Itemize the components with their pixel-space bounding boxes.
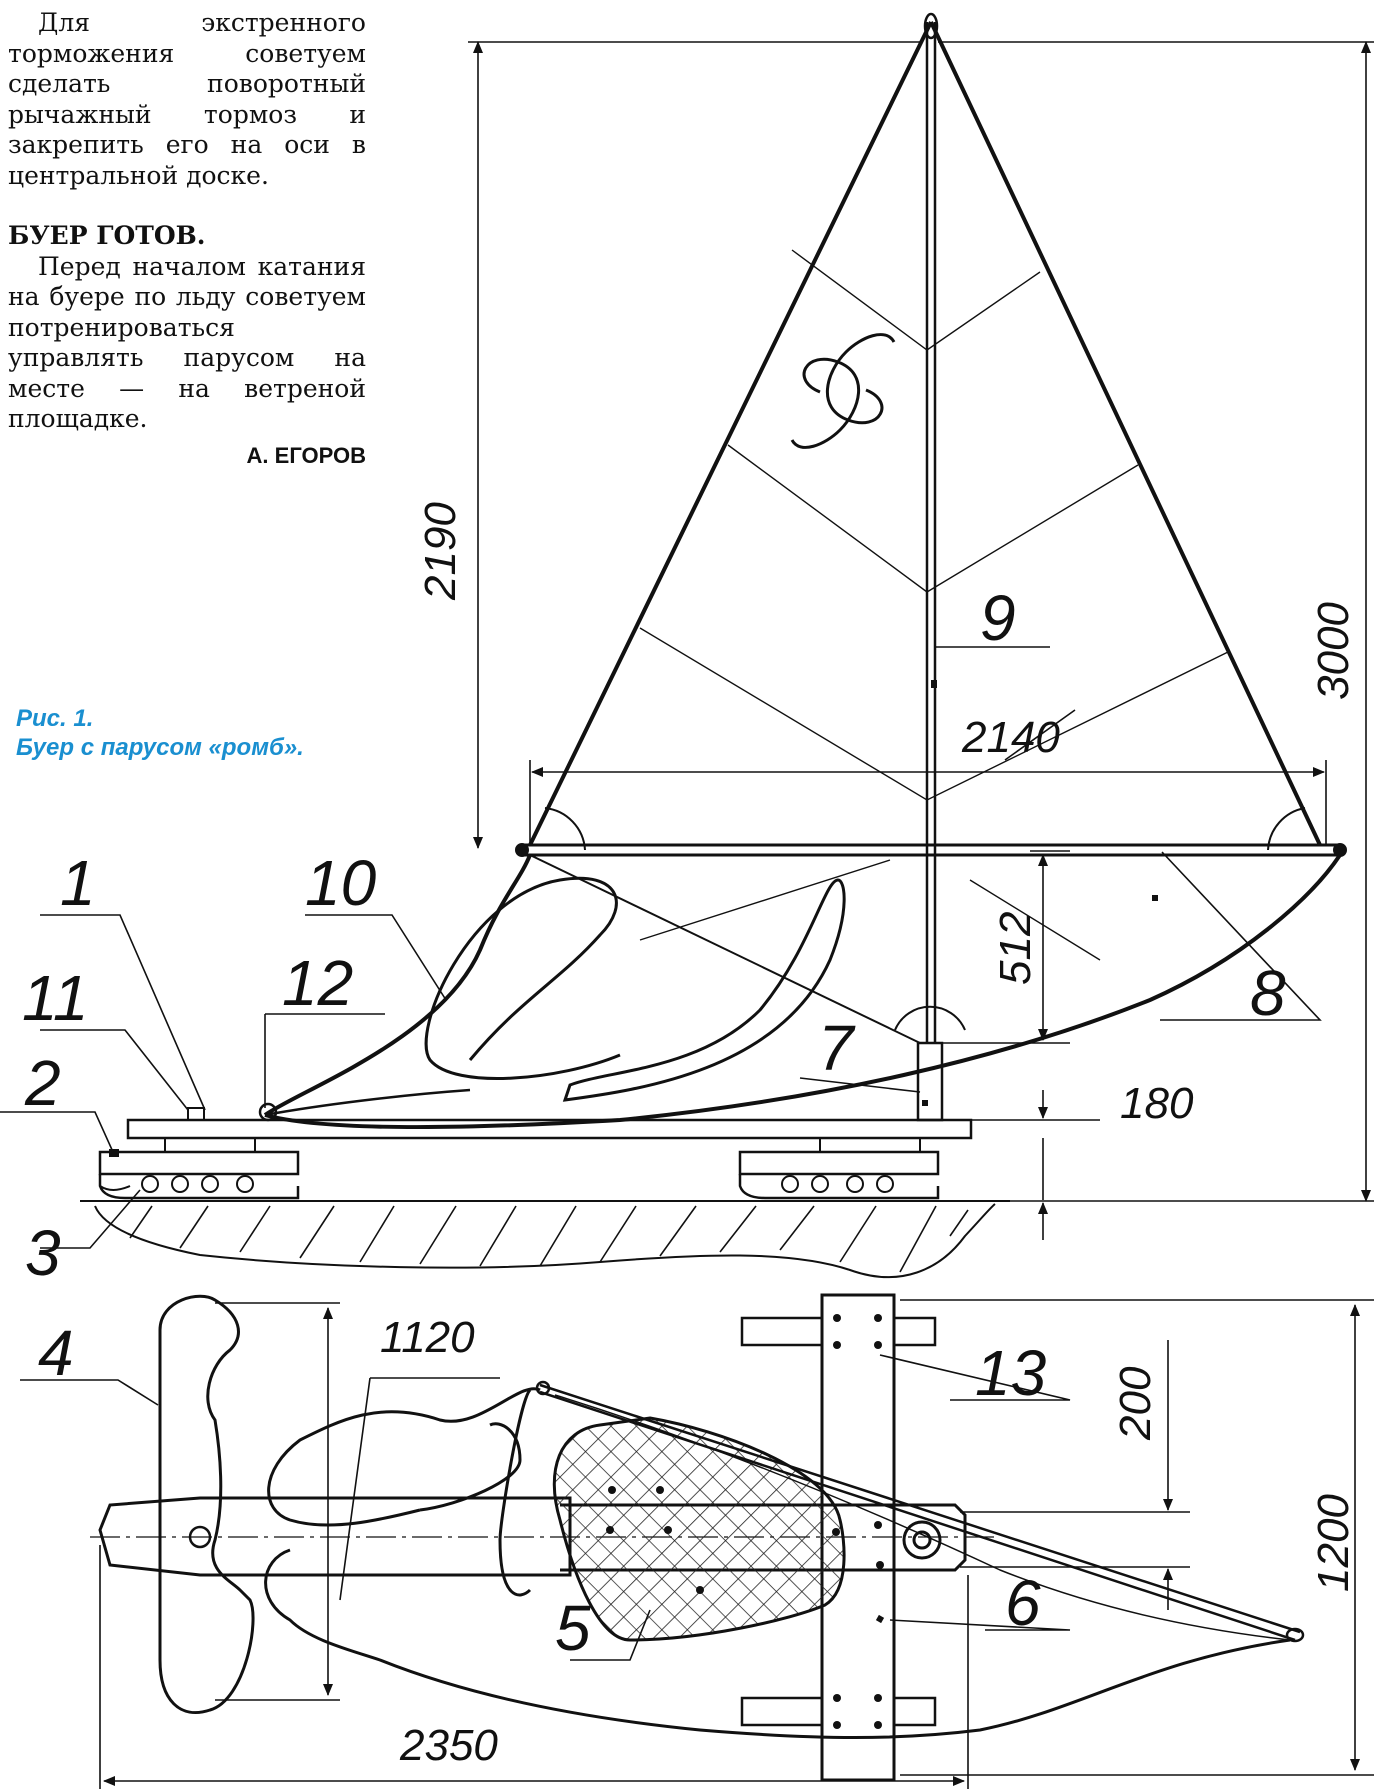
callout-10: 10 bbox=[305, 847, 377, 919]
callout-11: 11 bbox=[22, 962, 88, 1034]
rear-runner bbox=[738, 1137, 940, 1200]
seat-mesh bbox=[552, 1416, 846, 1642]
article-paragraph-1: Для экстренного торможения советуем сдел… bbox=[8, 8, 366, 190]
callout-12: 12 bbox=[282, 947, 353, 1019]
dimension-lines-top bbox=[20, 1299, 1374, 1789]
callout-1: 1 bbox=[60, 847, 96, 919]
dim-runner-offset: 200 bbox=[1111, 1366, 1160, 1441]
callout-2: 2 bbox=[24, 1047, 61, 1119]
callout-4: 4 bbox=[38, 1317, 74, 1389]
dim-sail-height: 2190 bbox=[416, 502, 465, 601]
callout-5: 5 bbox=[555, 1592, 591, 1664]
boom bbox=[522, 843, 1340, 857]
sail-logo-icon bbox=[790, 333, 896, 449]
lower-sail bbox=[258, 853, 1342, 1129]
callout-6: 6 bbox=[1005, 1567, 1041, 1639]
callout-13: 13 bbox=[975, 1337, 1047, 1409]
top-view: 1120 200 1200 2350 4 13 5 6 bbox=[20, 680, 1374, 1789]
article-paragraph-2: Перед началом катания на буере по льду с… bbox=[8, 251, 366, 434]
deck-board bbox=[126, 1118, 973, 1140]
dim-boom-height: 512 bbox=[991, 912, 1040, 985]
dimension-lines-side bbox=[0, 41, 1374, 1249]
article-text: Для экстренного торможения советуем сдел… bbox=[8, 8, 366, 471]
steering-bar bbox=[158, 1294, 255, 1714]
figure-caption: Рис. 1. Буер с парусом «ромб». bbox=[16, 704, 304, 762]
callout-3: 3 bbox=[25, 1217, 61, 1289]
ice-hatching bbox=[129, 1205, 969, 1273]
article-author: А. ЕГОРОВ bbox=[246, 442, 366, 468]
seat-shell bbox=[424, 876, 621, 1080]
mast bbox=[925, 22, 937, 1043]
caption-figure-number: Рис. 1. bbox=[16, 705, 94, 732]
ice-surface bbox=[80, 1200, 1010, 1279]
seat-backrest bbox=[562, 878, 846, 1102]
mast-socket bbox=[916, 1041, 944, 1122]
callout-7: 7 bbox=[818, 1012, 856, 1084]
callout-8: 8 bbox=[1250, 957, 1286, 1029]
caption-figure-title: Буер с парусом «ромб». bbox=[16, 734, 304, 761]
main-sail bbox=[528, 21, 1322, 1031]
side-view: 2190 3000 2140 512 180 1 10 11 12 2 3 7 … bbox=[0, 12, 1374, 1289]
dim-deck-height: 180 bbox=[1120, 1079, 1194, 1128]
dim-overall-length: 2350 bbox=[399, 1721, 498, 1770]
center-board bbox=[560, 1503, 967, 1572]
callout-9: 9 bbox=[980, 582, 1016, 654]
dim-total-height: 3000 bbox=[1309, 602, 1358, 700]
mast-step bbox=[902, 1520, 942, 1560]
dim-track-width: 1200 bbox=[1309, 1494, 1358, 1592]
dim-boom-length: 2140 bbox=[961, 713, 1060, 762]
sail-top bbox=[264, 1380, 1305, 1739]
front-runner bbox=[98, 1137, 300, 1200]
dim-seat-offset: 1120 bbox=[380, 1313, 475, 1362]
article-heading: БУЕР ГОТОВ. bbox=[8, 221, 206, 250]
